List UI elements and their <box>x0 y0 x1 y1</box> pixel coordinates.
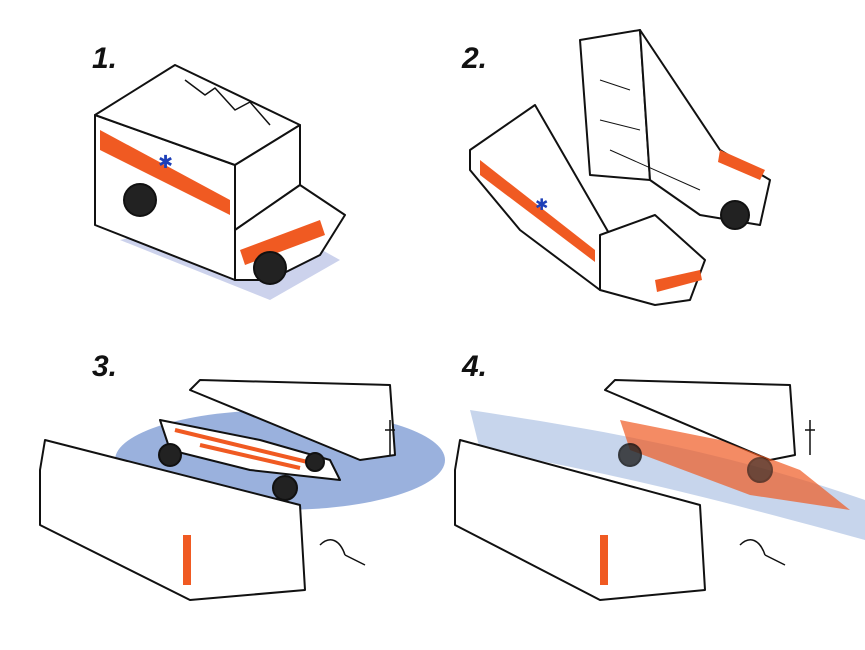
svg-text:✱: ✱ <box>535 197 548 214</box>
step-2-label: 2. <box>462 42 488 75</box>
svg-text:✱: ✱ <box>158 152 173 172</box>
race-car-escaping <box>454 379 865 601</box>
ambulance-splitting: ✱ <box>469 29 771 306</box>
ambulance-intact: ✱ <box>94 64 346 300</box>
step-3-label: 3. <box>92 350 118 383</box>
opened-ambulance-with-race-car <box>39 379 445 601</box>
step-1-label: 1. <box>92 42 118 75</box>
step-4-label: 4. <box>462 350 488 383</box>
